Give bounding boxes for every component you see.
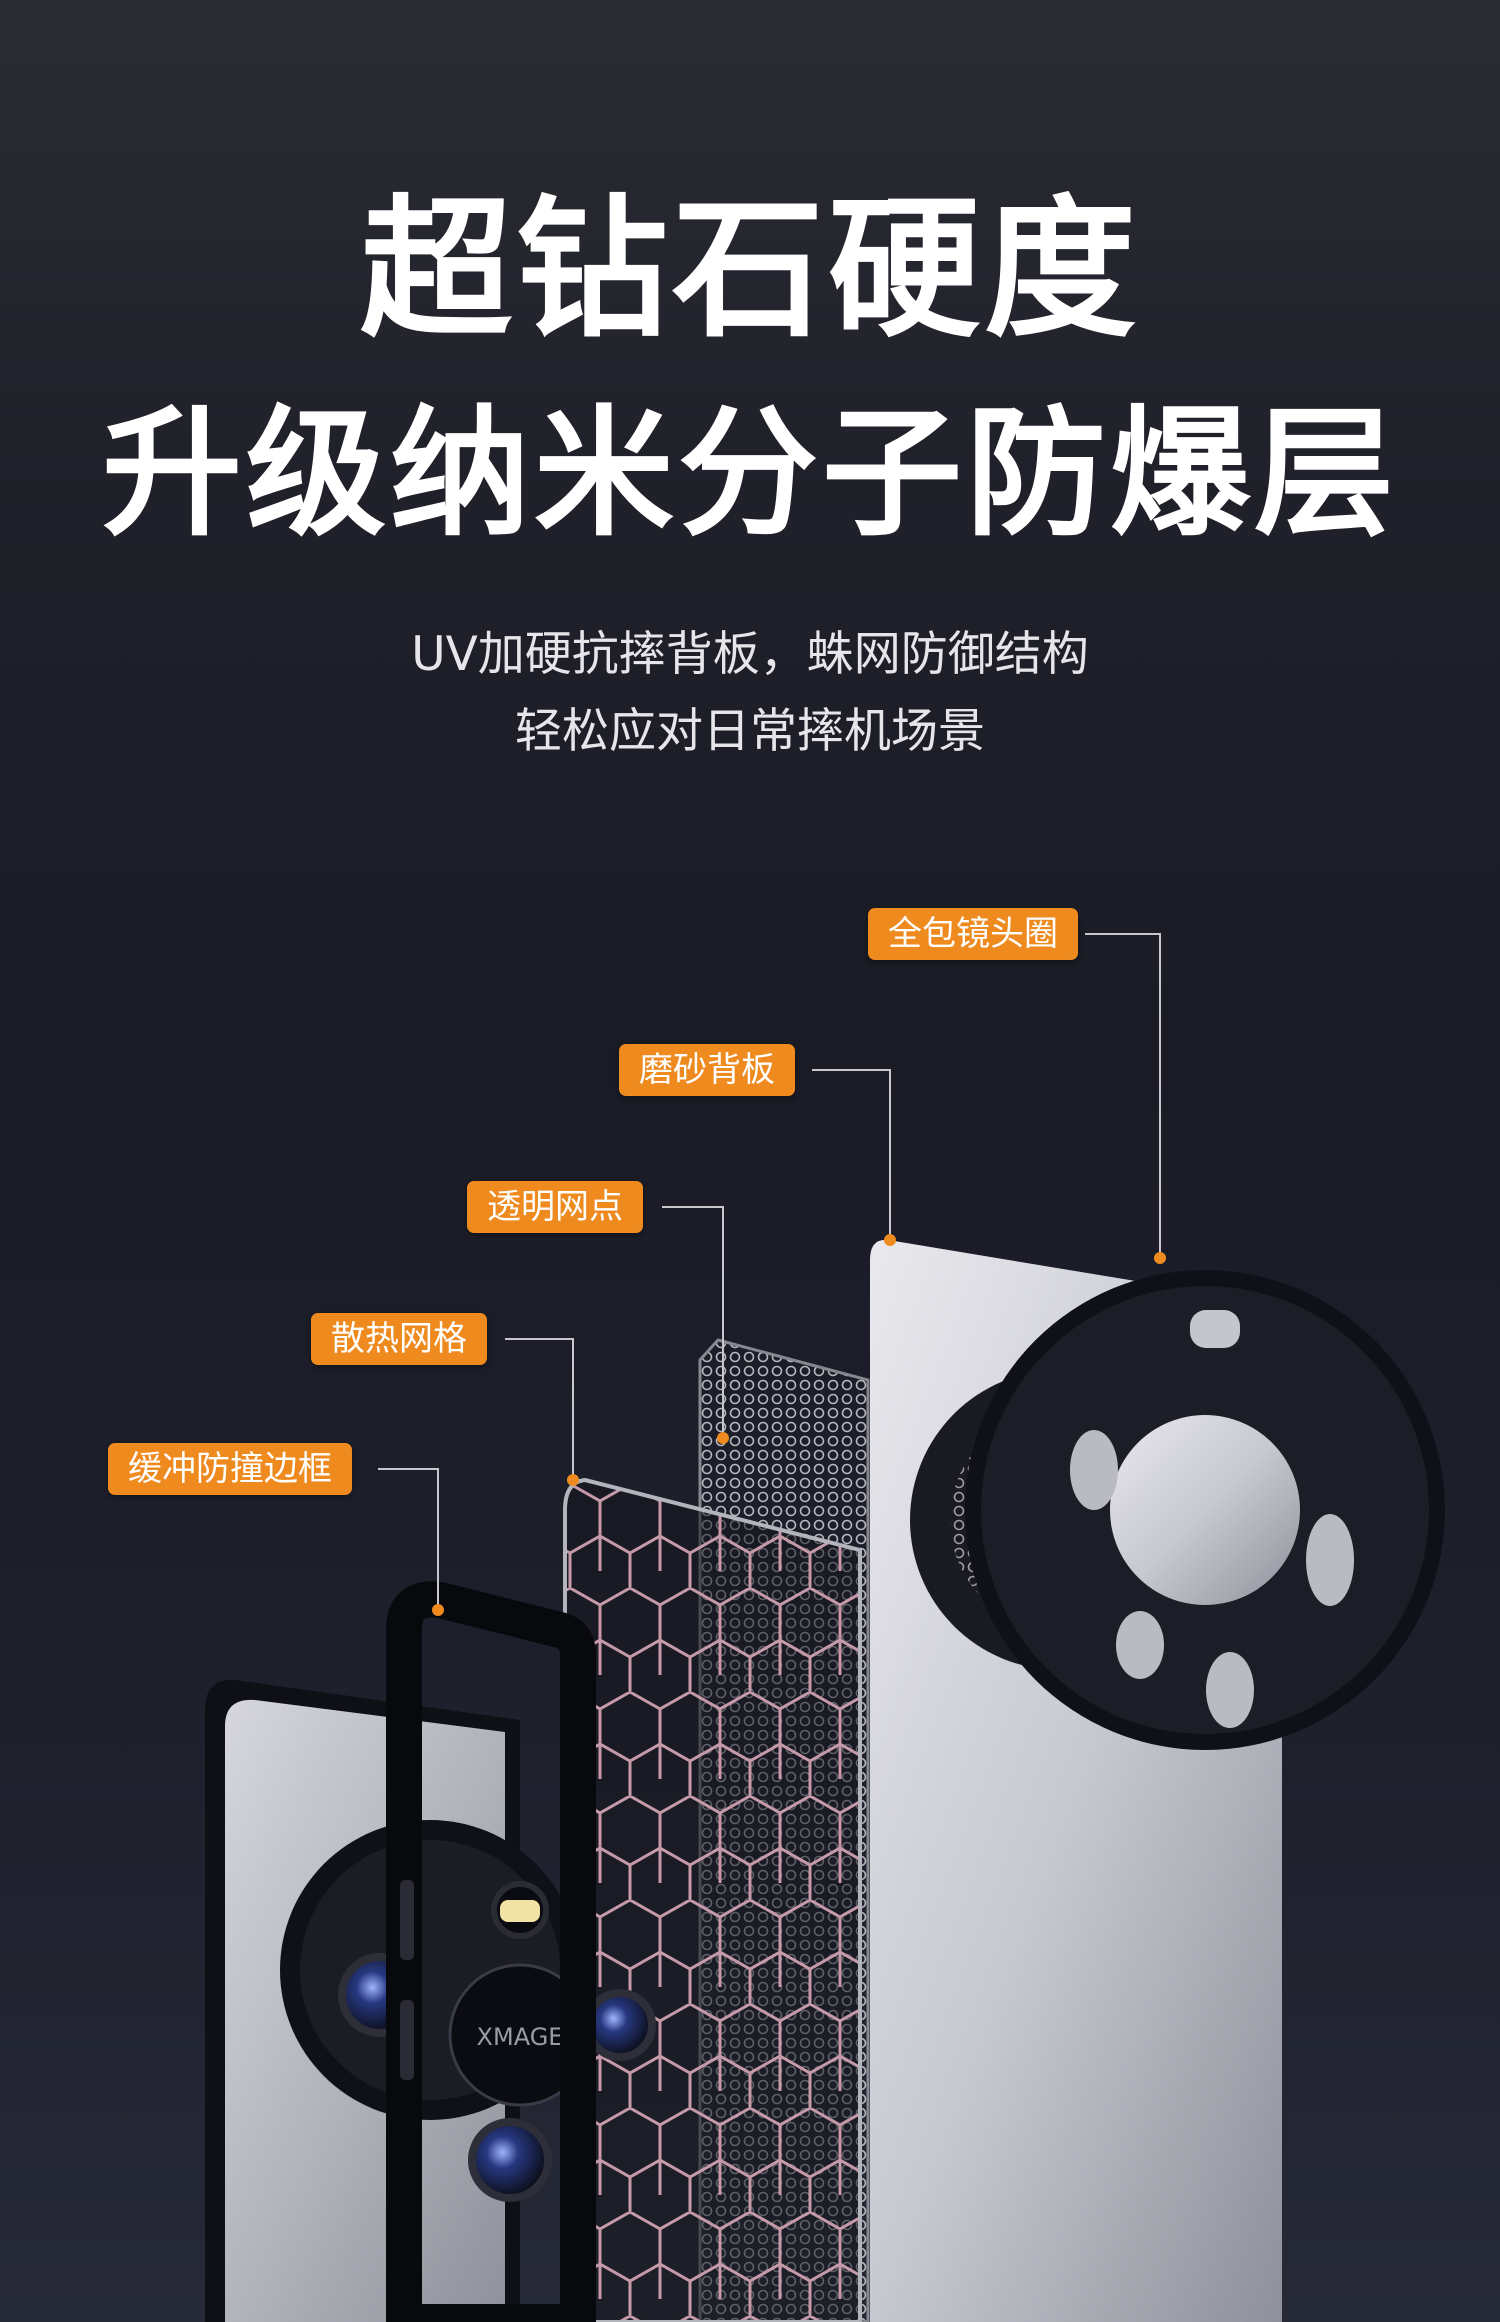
subtitle-line-2: 轻松应对日常摔机场景 — [515, 704, 985, 759]
xmage-logo: XMAGE — [477, 2023, 564, 2051]
callout-leader-lines — [378, 933, 1161, 1610]
callout-lens-ring: 全包镜头圈 — [868, 908, 1078, 960]
callout-bumper-frame: 缓冲防撞边框 — [108, 1443, 352, 1495]
callout-frosted-backplate: 磨砂背板 — [619, 1044, 795, 1096]
headline-line-1: 超钻石硬度 — [360, 181, 1140, 358]
exploded-case-illustration: XMAGE — [0, 860, 1500, 2322]
lens-ring — [965, 1270, 1445, 1750]
callout-transparent-dots: 透明网点 — [467, 1181, 643, 1233]
phone-body: XMAGE — [205, 1679, 656, 2322]
callout-anchor-dots — [432, 1234, 1166, 1616]
callout-heat-grid: 散热网格 — [311, 1313, 487, 1365]
heat-grid-layer — [563, 1477, 862, 2322]
bumper-frame — [386, 1581, 596, 2322]
subtitle-line-1: UV加硬抗摔背板，蛛网防御结构 — [411, 627, 1089, 682]
headline-line-2: 升级纳米分子防爆层 — [101, 393, 1398, 556]
